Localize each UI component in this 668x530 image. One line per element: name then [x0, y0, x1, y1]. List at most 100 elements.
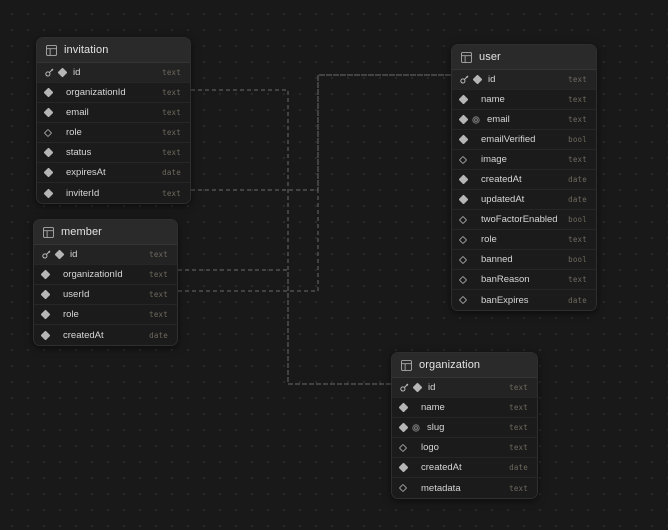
- field-name: createdAt: [481, 174, 522, 185]
- field-icons: [398, 422, 420, 433]
- diamond-filled-icon: [458, 94, 469, 105]
- diamond-outline-icon: [458, 295, 468, 305]
- field-type: text: [509, 383, 528, 392]
- field-type: date: [568, 295, 587, 305]
- field-row-inviterId[interactable]: inviterId text: [37, 183, 190, 203]
- field-icons: [43, 87, 59, 98]
- field-name: image: [481, 154, 507, 165]
- diamond-filled-icon: [40, 330, 51, 340]
- table-title: organization: [419, 359, 481, 371]
- diamond-filled-icon: [398, 402, 409, 413]
- diamond-filled-icon: [43, 167, 54, 178]
- field-name: inviterId: [66, 187, 100, 199]
- field-name: role: [66, 127, 82, 138]
- key-icon: [460, 75, 469, 84]
- table-title: invitation: [64, 44, 109, 56]
- field-icons: [43, 188, 59, 198]
- table-icon: [401, 359, 412, 371]
- key-icon: [45, 68, 54, 77]
- field-type: bool: [568, 255, 587, 264]
- diamond-outline-icon: [458, 275, 468, 284]
- field-type: text: [149, 250, 168, 259]
- field-icons: [458, 134, 474, 145]
- field-name: status: [66, 147, 92, 158]
- field-icons: [458, 215, 474, 224]
- table-header-user[interactable]: user: [452, 45, 596, 70]
- table-title: user: [479, 51, 501, 63]
- field-name: banExpires: [481, 294, 529, 306]
- field-icons: [400, 382, 423, 393]
- field-icons: [43, 147, 59, 158]
- field-row-status[interactable]: status text: [37, 143, 190, 163]
- field-row-banExpires[interactable]: banExpires date: [452, 290, 596, 310]
- field-icons: [458, 235, 474, 244]
- field-name: updatedAt: [481, 194, 525, 205]
- table-icon: [43, 226, 54, 238]
- field-type: text: [568, 275, 587, 284]
- diamond-filled-icon: [43, 107, 54, 118]
- field-type: text: [149, 270, 168, 279]
- field-icons: [458, 94, 474, 105]
- diamond-filled-icon: [472, 74, 483, 85]
- field-type: text: [149, 310, 168, 319]
- field-name: id: [428, 382, 436, 393]
- diamond-filled-icon: [43, 87, 54, 98]
- field-icons: [43, 128, 59, 137]
- field-row-role[interactable]: role text: [37, 123, 190, 143]
- diamond-outline-icon: [458, 255, 468, 264]
- field-row-banned[interactable]: banned bool: [452, 250, 596, 270]
- field-name: banned: [481, 254, 513, 265]
- table-header-invitation[interactable]: invitation: [37, 38, 190, 63]
- table-header-organization[interactable]: organization: [392, 353, 537, 378]
- field-row-id[interactable]: id text: [392, 378, 537, 398]
- field-type: text: [162, 148, 181, 157]
- table-header-member[interactable]: member: [34, 220, 177, 245]
- field-type: text: [509, 423, 528, 432]
- field-name: userId: [63, 289, 90, 300]
- field-type: text: [162, 188, 181, 198]
- field-name: expiresAt: [66, 167, 106, 178]
- field-type: text: [568, 235, 587, 244]
- field-name: emailVerified: [481, 134, 536, 145]
- field-icons: [460, 74, 483, 85]
- diamond-filled-icon: [398, 462, 409, 473]
- field-type: text: [162, 128, 181, 137]
- relationship-edge: [178, 74, 451, 292]
- field-name: id: [73, 67, 81, 78]
- diamond-outline-icon: [43, 128, 53, 137]
- field-name: logo: [421, 442, 439, 453]
- field-name: twoFactorEnabled: [481, 214, 558, 225]
- field-icons: [398, 443, 414, 452]
- diamond-filled-icon: [458, 114, 469, 125]
- field-type: text: [568, 95, 587, 104]
